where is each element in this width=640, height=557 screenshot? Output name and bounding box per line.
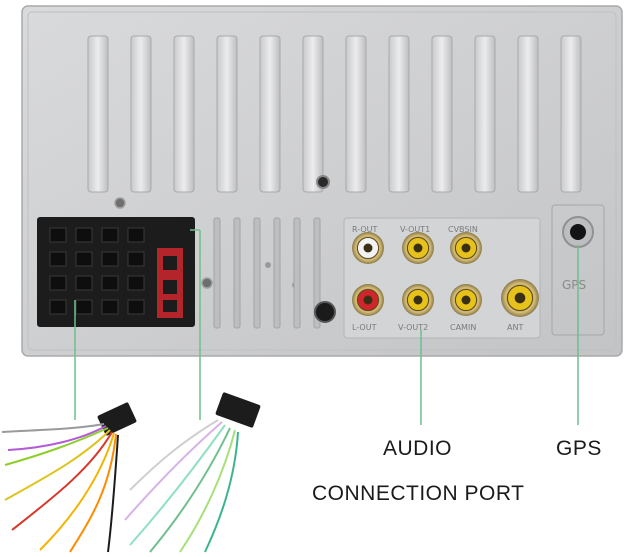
- aux-round-jack: [314, 301, 336, 323]
- vent-slot: [213, 217, 221, 329]
- rca-jack: [450, 284, 482, 316]
- screw-mid-left: [201, 277, 213, 289]
- connector-pin: [127, 227, 145, 243]
- heat-sink-fin: [173, 35, 195, 193]
- connector-pin: [101, 299, 119, 315]
- rca-jack: [402, 232, 434, 264]
- screw-center: [316, 175, 330, 189]
- label-gps-port: GPS: [562, 278, 586, 292]
- label-v-out1: V-OUT1: [400, 225, 430, 234]
- label-cvbsin: CVBSIN: [448, 225, 478, 234]
- vent-slot: [313, 217, 321, 329]
- connector-pin: [101, 275, 119, 291]
- rca-jack: [352, 232, 384, 264]
- heat-sink-fin: [431, 35, 453, 193]
- label-ant: ANT: [507, 323, 523, 332]
- heat-sink-fin: [388, 35, 410, 193]
- connector-pin: [101, 251, 119, 267]
- vent-slot: [253, 217, 261, 329]
- heat-sink-fin: [87, 35, 109, 193]
- connector-pin: [75, 299, 93, 315]
- rca-jack: [402, 284, 434, 316]
- connector-pin: [127, 275, 145, 291]
- heat-sink-fin: [345, 35, 367, 193]
- vent-slot: [233, 217, 241, 329]
- wiring-harness-right: [124, 392, 261, 553]
- connector-pin: [75, 251, 93, 267]
- heat-sink-fin: [560, 35, 582, 193]
- connector-pin: [101, 227, 119, 243]
- iso-harness-connector: [37, 217, 195, 327]
- rca-jack: [450, 232, 482, 264]
- screw-small-1: [265, 262, 271, 268]
- label-r-out: R-OUT: [352, 225, 377, 234]
- wiring-harness-left: [1, 402, 137, 553]
- heat-sink-fin: [259, 35, 281, 193]
- connector-pin: [75, 227, 93, 243]
- connector-pin: [127, 299, 145, 315]
- heat-sink-fin: [517, 35, 539, 193]
- screw-top-left: [114, 197, 126, 209]
- heat-sink-fin: [474, 35, 496, 193]
- connector-pin: [49, 251, 67, 267]
- callout-audio: AUDIO: [383, 437, 453, 460]
- connector-pin: [127, 251, 145, 267]
- callout-gps: GPS: [556, 437, 602, 460]
- connector-pin: [49, 275, 67, 291]
- chassis-inner-panel: [27, 11, 617, 351]
- label-v-out2: V-OUT2: [398, 323, 428, 332]
- label-l-out: L-OUT: [352, 323, 377, 332]
- heat-sink-fin: [216, 35, 238, 193]
- rca-jack: [501, 279, 539, 317]
- rca-jack: [352, 284, 384, 316]
- vent-slots: [213, 217, 321, 329]
- gps-socket-hole: [570, 224, 586, 240]
- heat-sink-fins: [87, 35, 582, 193]
- vent-slot: [293, 217, 301, 329]
- connector-pin: [49, 299, 67, 315]
- callout-connection-port: CONNECTION PORT: [312, 482, 525, 505]
- rca-jacks: [352, 232, 539, 317]
- connector-pin: [75, 275, 93, 291]
- connector-pin: [49, 227, 67, 243]
- rca-panel: [343, 217, 541, 339]
- heat-sink-fin: [302, 35, 324, 193]
- heat-sink-fin: [130, 35, 152, 193]
- vent-slot: [273, 217, 281, 329]
- label-camin: CAMIN: [450, 323, 476, 332]
